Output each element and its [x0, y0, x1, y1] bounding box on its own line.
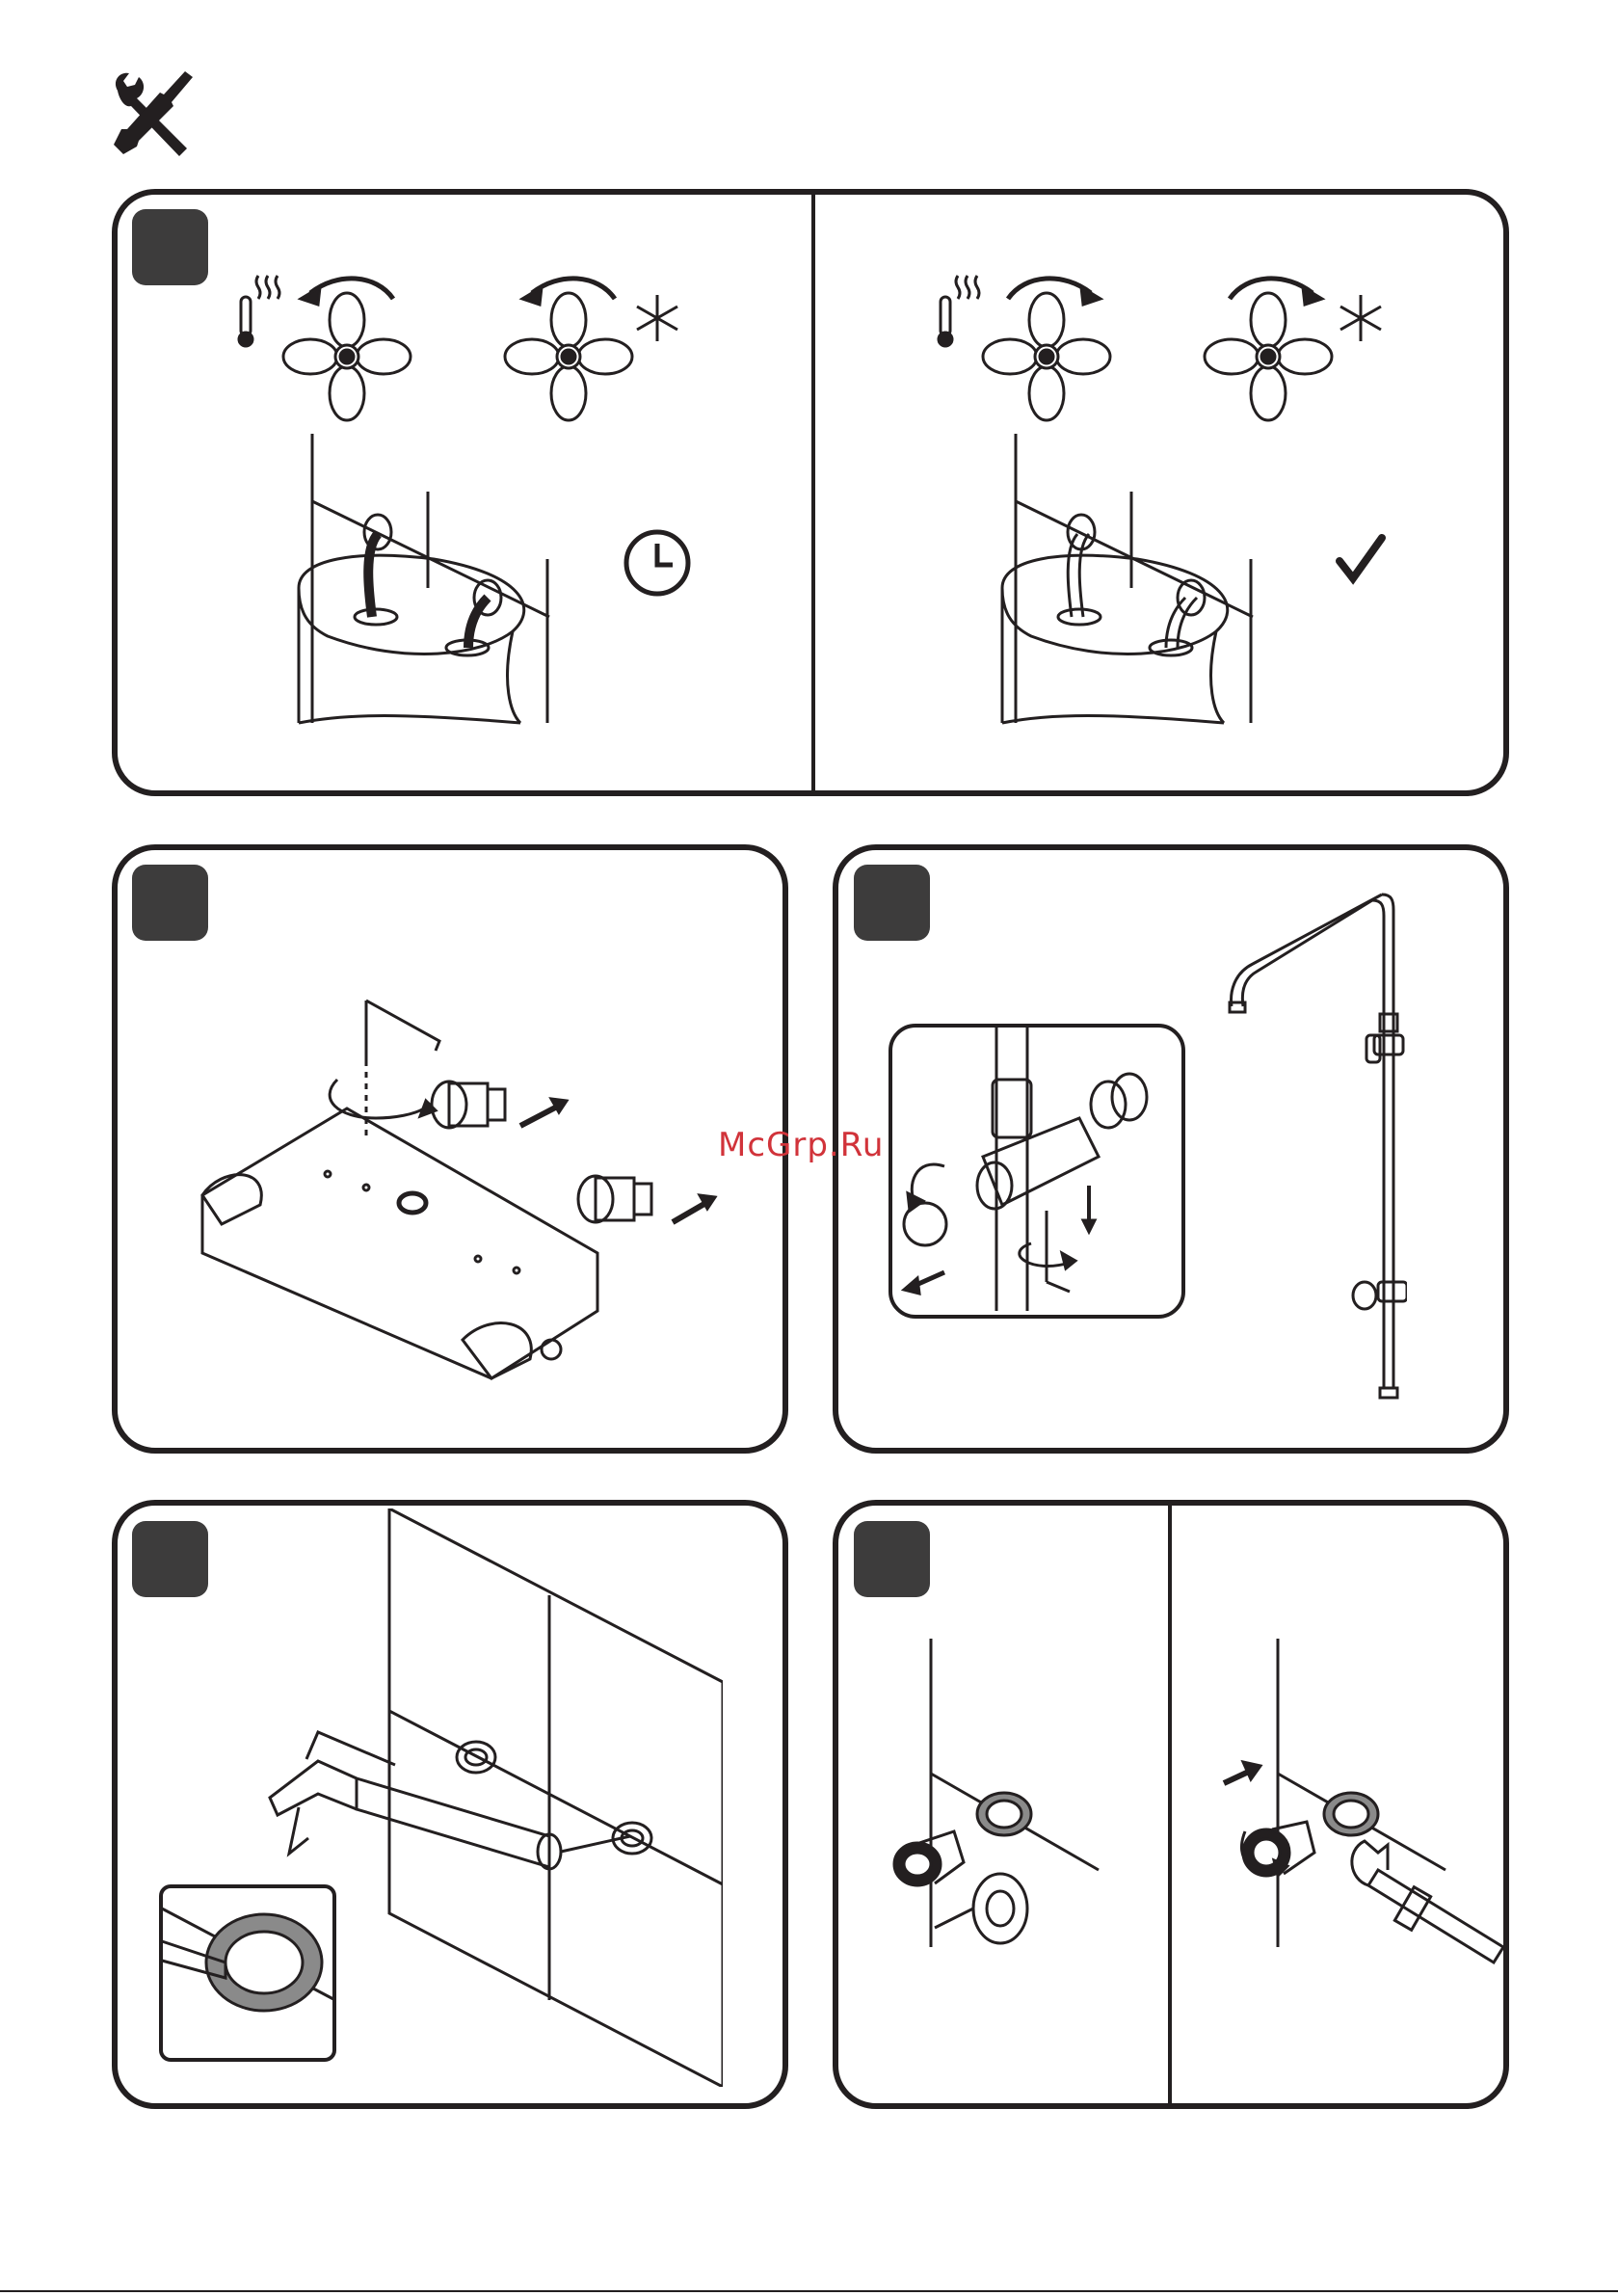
- footer-line: [0, 2290, 1618, 2292]
- step-badge-1: [132, 209, 208, 285]
- clock-icon: [623, 528, 692, 598]
- checkmark-icon: [1334, 532, 1388, 586]
- wall-valve-illustration-left: [289, 434, 578, 733]
- shower-column-illustration: [1214, 887, 1407, 1427]
- holder-detail-inset: [887, 1022, 1195, 1321]
- eccentric-fitting-right: [1205, 1639, 1503, 1966]
- eccentric-fitting-left: [877, 1639, 1108, 1966]
- tools-icon: [108, 67, 200, 160]
- wall-valve-illustration-right: [993, 434, 1282, 733]
- hot-cold-rotation-diagram-right: [931, 260, 1393, 424]
- step-badge-2: [132, 865, 208, 941]
- step-badge-5: [854, 1521, 930, 1597]
- step-badge-3: [854, 865, 930, 941]
- watermark-text: McGrp.Ru: [718, 1126, 884, 1164]
- thermostat-valve-illustration: [183, 993, 723, 1398]
- hot-cold-rotation-diagram-left: [231, 260, 694, 424]
- sealant-detail-inset: [158, 1883, 337, 2063]
- step-badge-4: [132, 1521, 208, 1597]
